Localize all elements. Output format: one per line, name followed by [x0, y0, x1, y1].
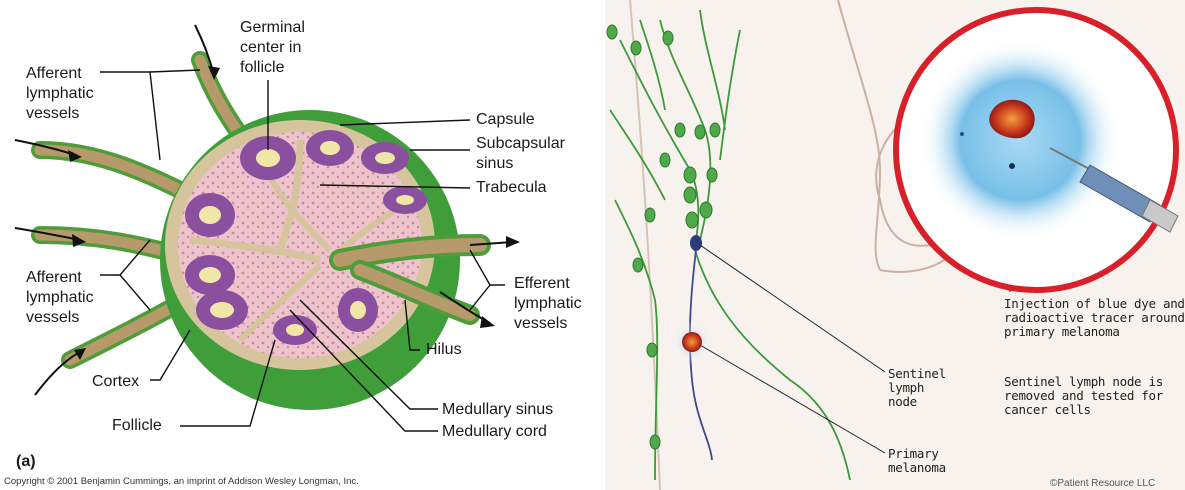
sentinel-node-marker: [690, 235, 702, 251]
label-trabecula: Trabecula: [476, 178, 547, 198]
magnified-inset: [894, 8, 1178, 292]
label-hilus: Hilus: [426, 340, 462, 360]
right-copyright: ©Patient Resource LLC: [1050, 478, 1155, 489]
label-primary-melanoma: Primary melanoma: [888, 447, 946, 475]
left-copyright: Copyright © 2001 Benjamin Cummings, an i…: [4, 476, 359, 487]
panel-letter: (a): [16, 452, 36, 472]
label-follicle: Follicle: [112, 416, 162, 436]
label-afferent-top: Afferent lymphatic vessels: [26, 64, 94, 124]
label-cortex: Cortex: [92, 372, 139, 392]
label-germinal-center: Germinal center in follicle: [240, 18, 305, 78]
primary-melanoma-spot: [682, 332, 702, 352]
label-medullary-cord: Medullary cord: [442, 422, 547, 442]
label-subcapsular-sinus: Subcapsular sinus: [476, 134, 565, 174]
label-injection: Injection of blue dye and radioactive tr…: [1004, 297, 1185, 339]
label-medullary-sinus: Medullary sinus: [442, 400, 553, 420]
label-efferent: Efferent lymphatic vessels: [514, 274, 582, 334]
label-sentinel-node: Sentinel lymph node: [888, 367, 946, 409]
label-sentinel-removed: Sentinel lymph node is removed and teste…: [1004, 375, 1163, 417]
label-capsule: Capsule: [476, 110, 535, 130]
label-afferent-bottom: Afferent lymphatic vessels: [26, 268, 94, 328]
